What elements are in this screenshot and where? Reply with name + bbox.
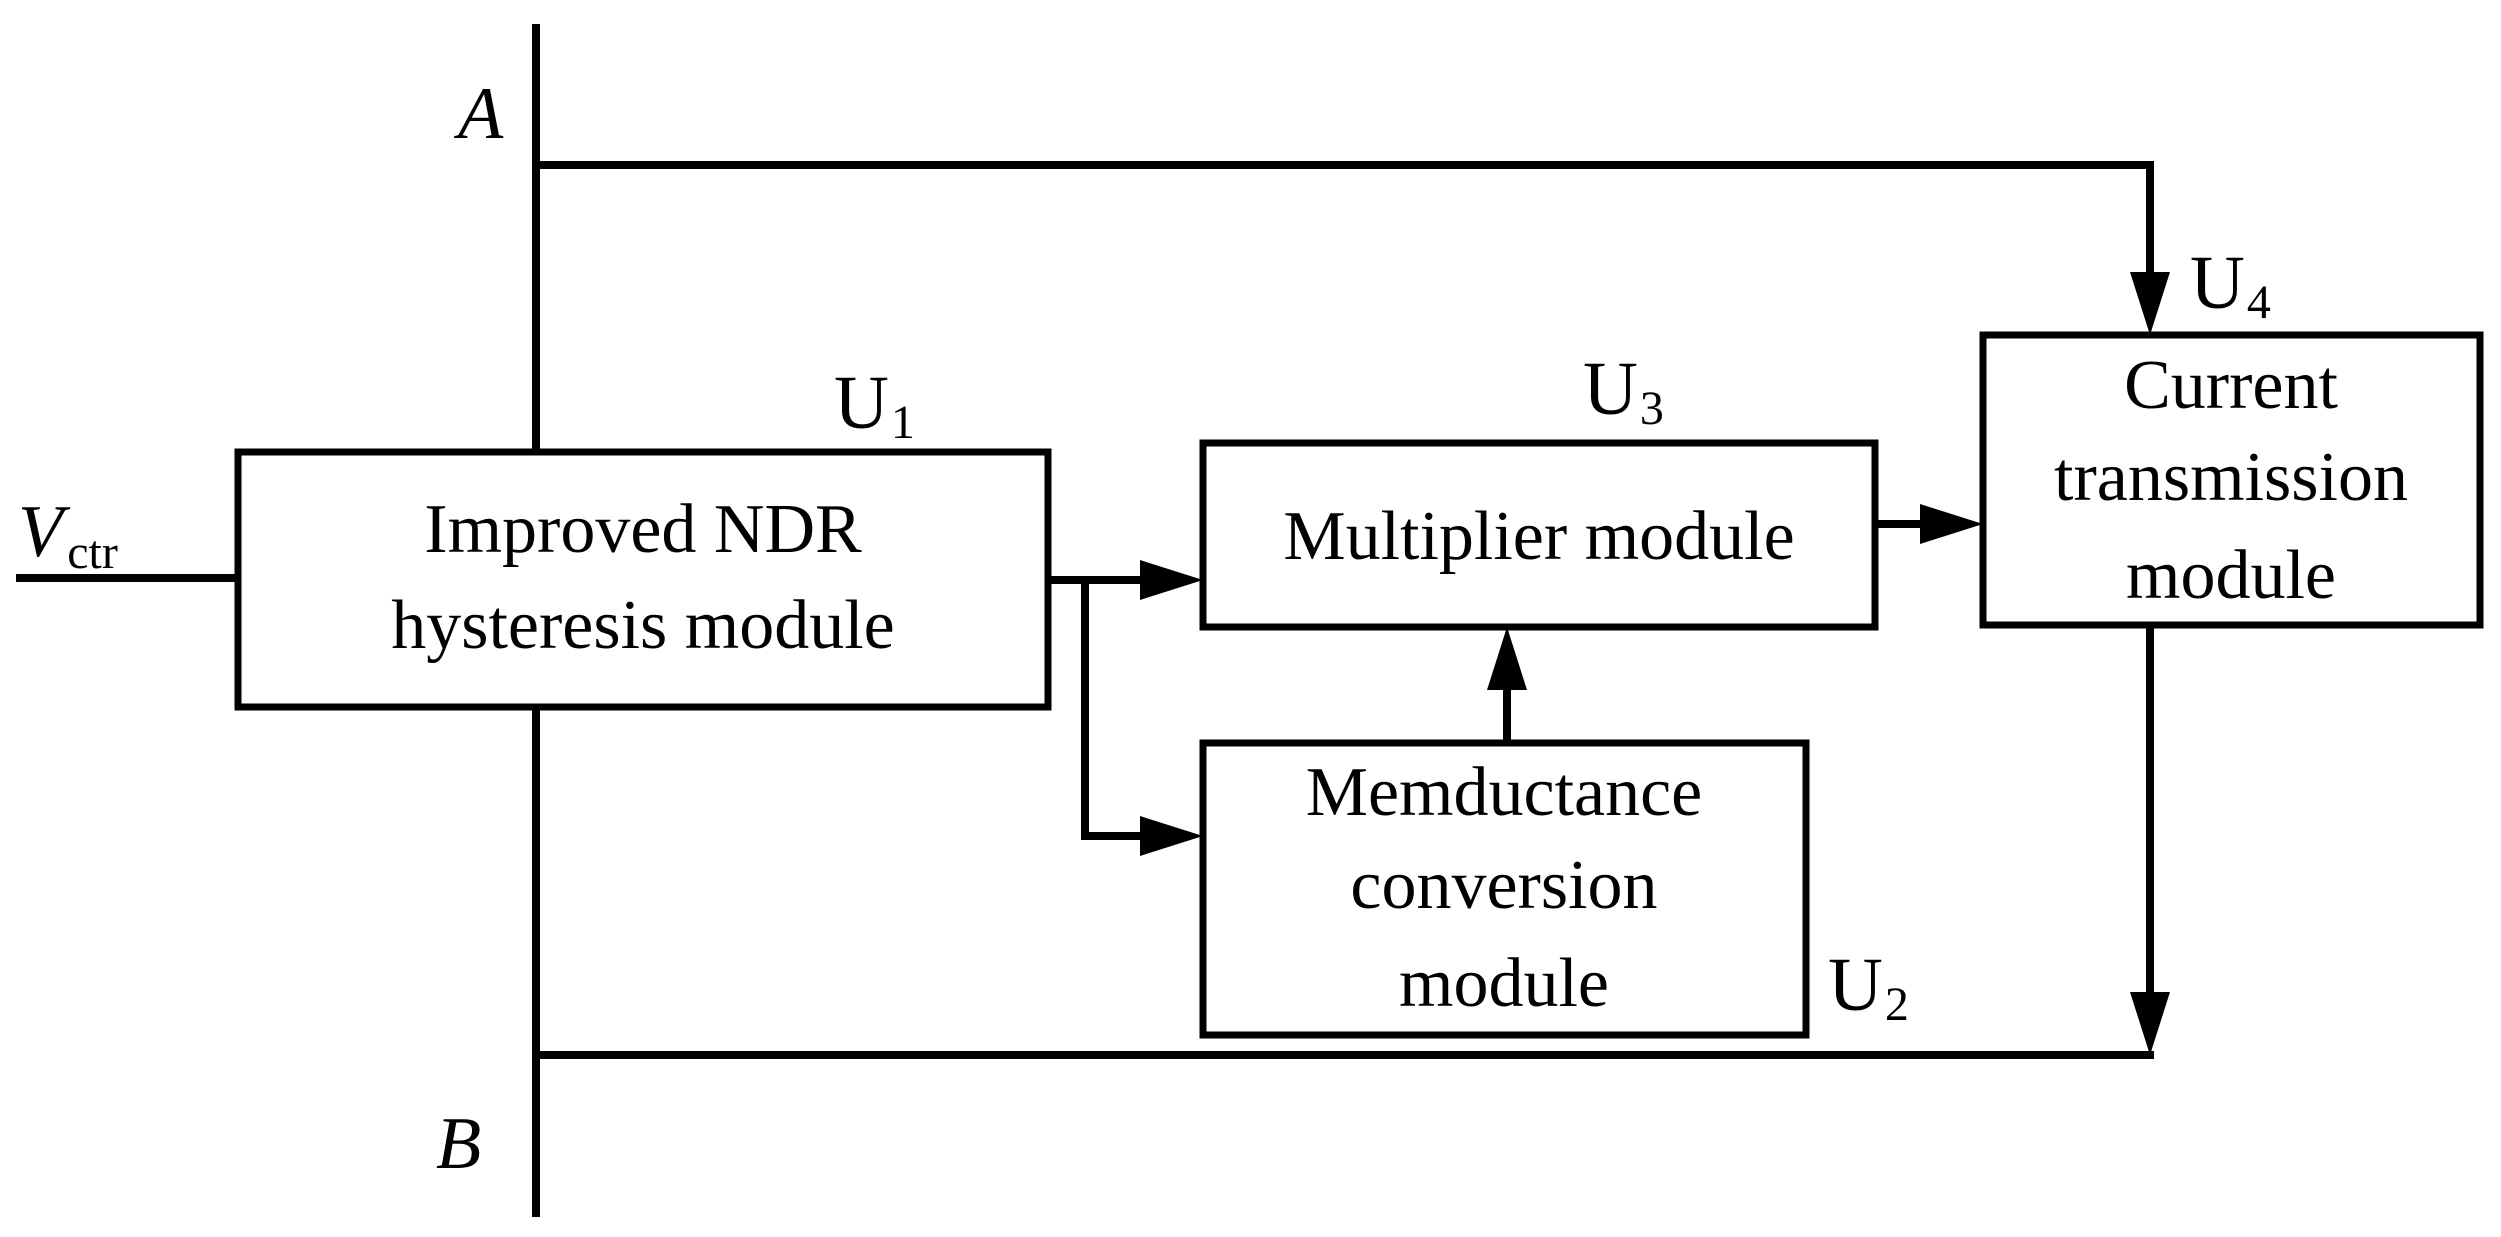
terminal-b-label: B bbox=[436, 1103, 481, 1185]
memductance-label-line-2: conversion bbox=[1350, 847, 1657, 924]
u3-label: U3 bbox=[1583, 347, 1664, 435]
u4-label: U4 bbox=[2190, 241, 2271, 329]
current-label-line-1: Current bbox=[2124, 347, 2338, 424]
multiplier-label: Multiplier module bbox=[1283, 498, 1794, 575]
arrow-into-memductance bbox=[1140, 816, 1203, 856]
vctr-label: Vctr bbox=[18, 491, 118, 579]
arrow-into-current-module bbox=[2130, 272, 2170, 335]
memductance-label-line-1: Memductance bbox=[1306, 754, 1702, 831]
ndr-label-line-2: hysteresis module bbox=[391, 587, 895, 664]
current-label-line-3: module bbox=[2126, 537, 2336, 614]
current-label-line-2: transmission bbox=[2054, 439, 2408, 516]
multiplier-block bbox=[1199, 439, 1879, 631]
current-transmission-block bbox=[1979, 331, 2484, 629]
terminal-a-label: A bbox=[453, 73, 504, 155]
u2-label: U2 bbox=[1828, 943, 1909, 1031]
arrow-to-rail-b bbox=[2130, 992, 2170, 1055]
vctr-subscript: ctr bbox=[67, 526, 118, 579]
ndr-label-line-1: Improved NDR bbox=[424, 491, 862, 568]
arrow-up-into-multiplier bbox=[1487, 627, 1527, 690]
vctr-main: V bbox=[18, 491, 71, 573]
arrow-into-multiplier bbox=[1140, 560, 1203, 600]
arrow-into-current-from-multiplier bbox=[1920, 504, 1983, 544]
memductance-block bbox=[1199, 739, 1810, 1039]
memductance-label-line-3: module bbox=[1399, 945, 1609, 1022]
u1-label: U1 bbox=[834, 361, 915, 449]
ndr-hysteresis-block bbox=[234, 448, 1052, 711]
